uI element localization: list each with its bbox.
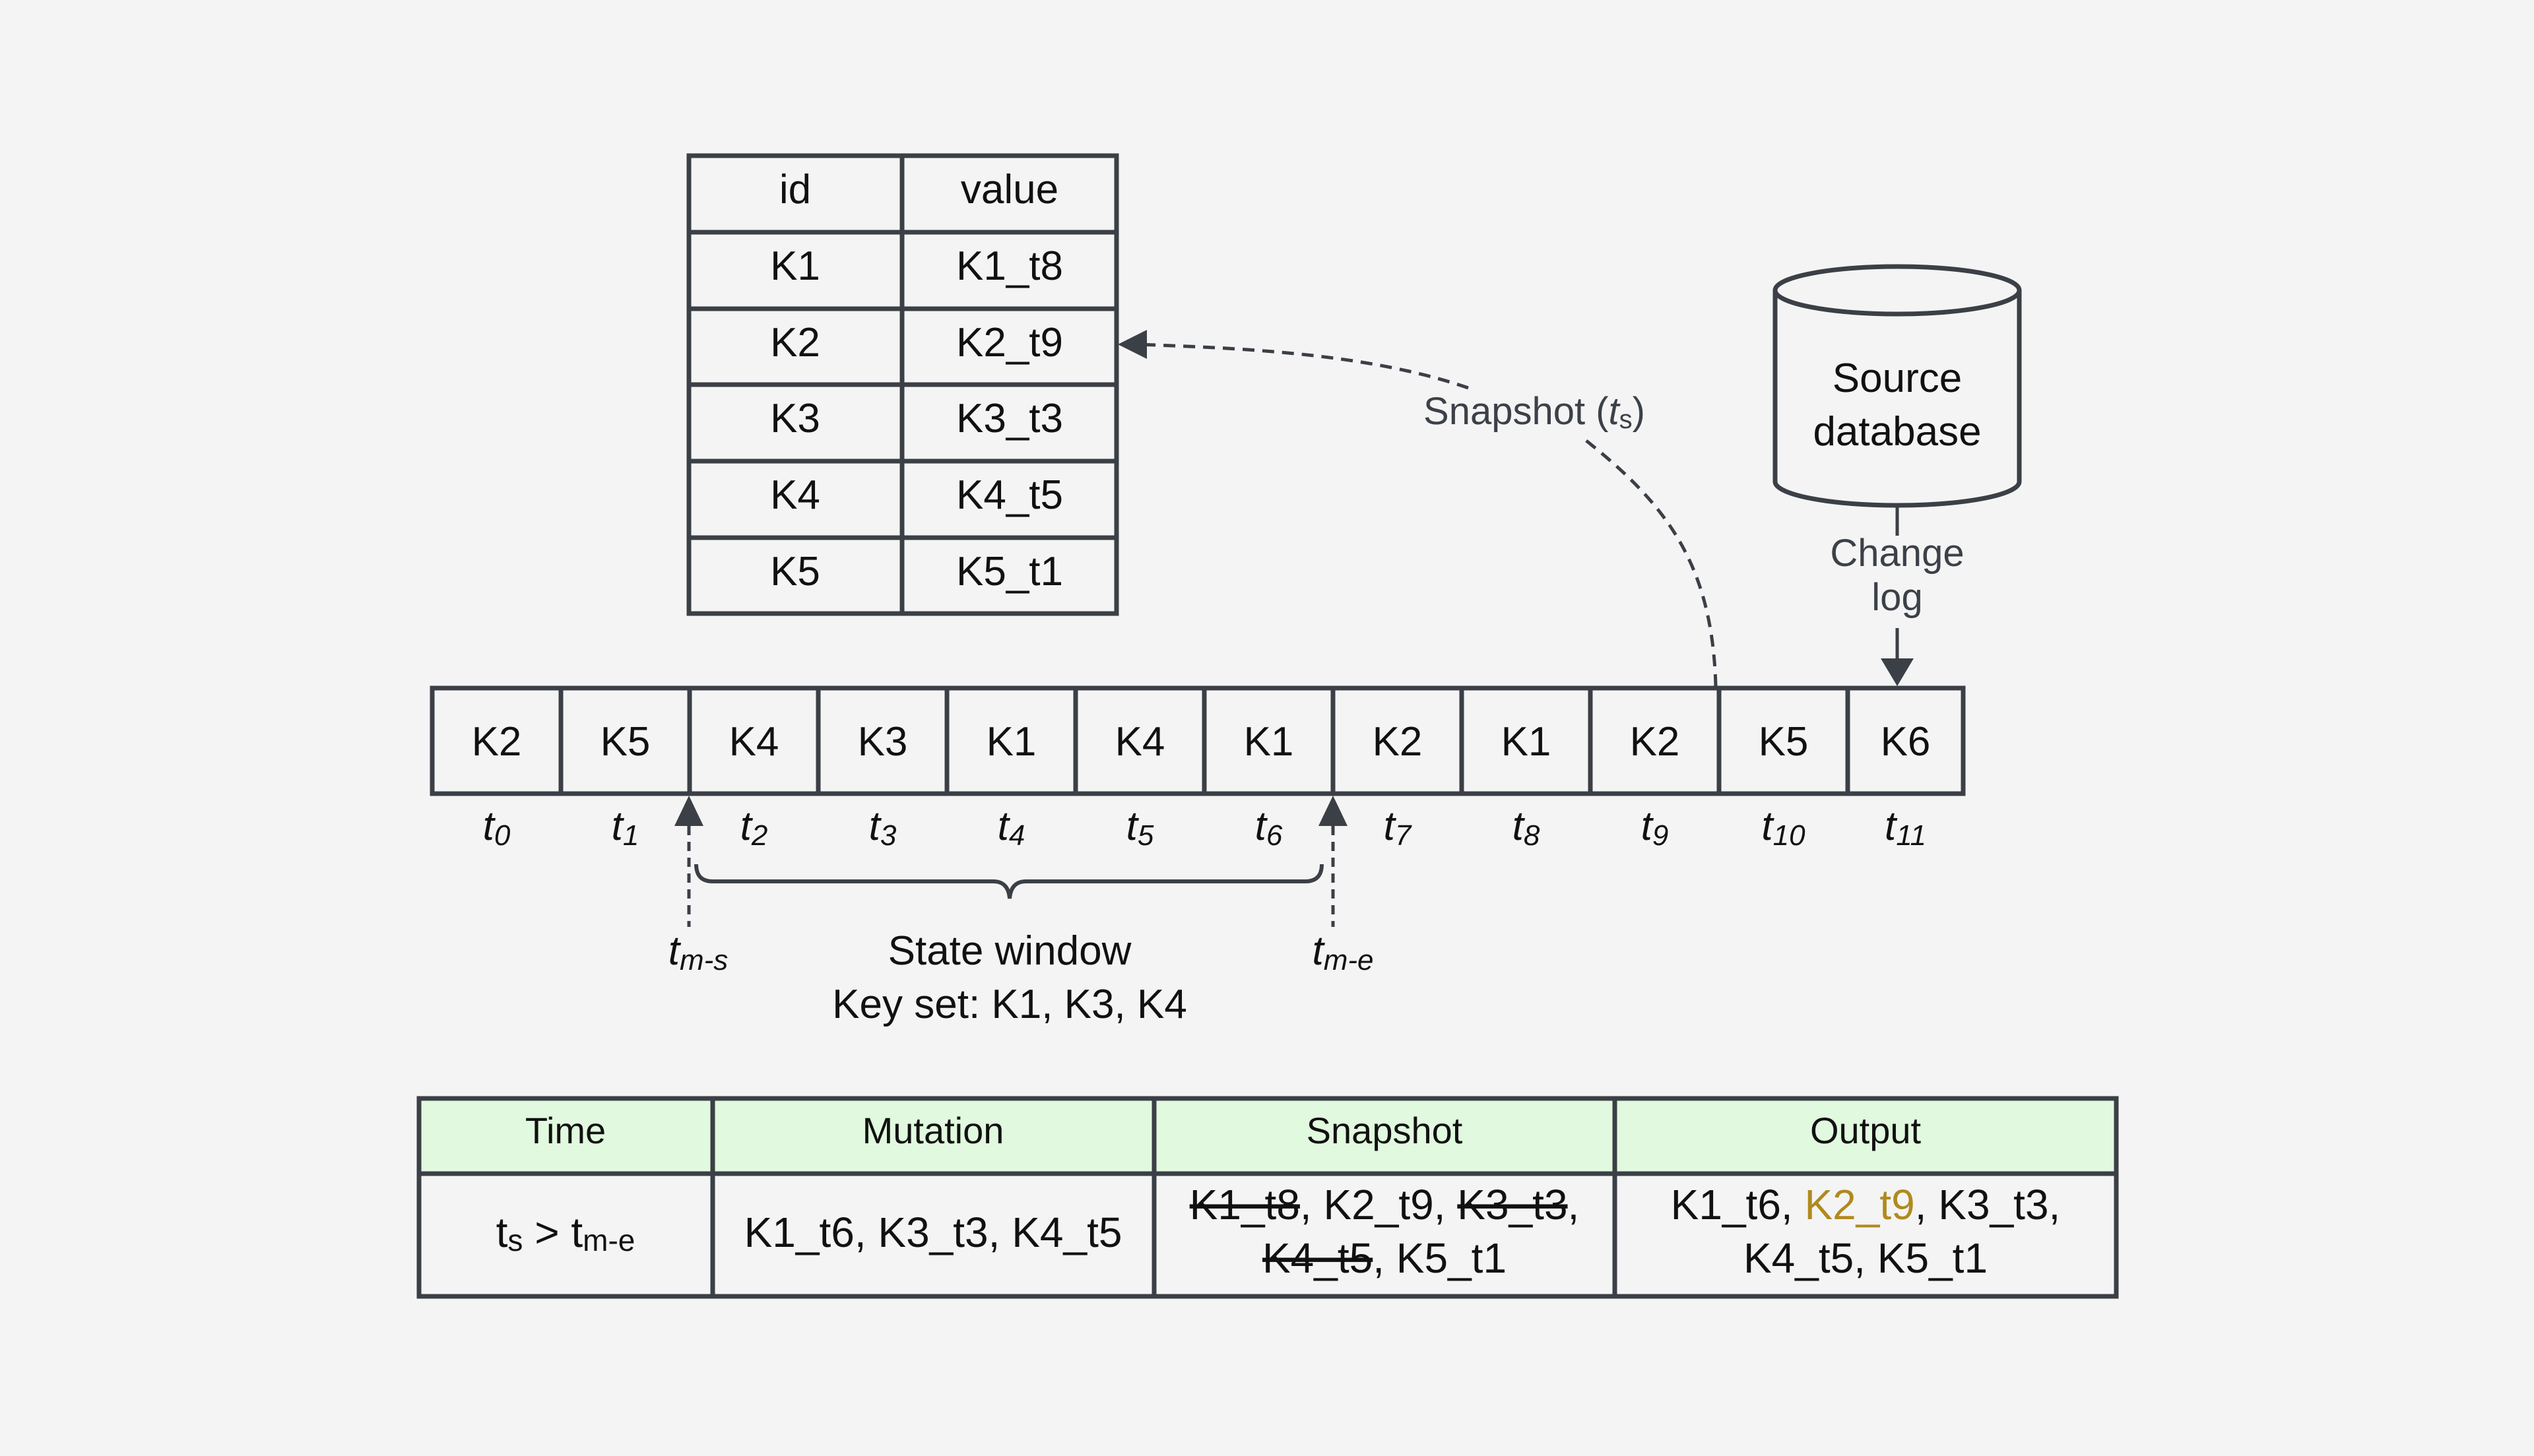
- log-cell-key: K2: [1630, 719, 1680, 765]
- timestamp-label: t8: [1512, 804, 1540, 852]
- timestamp-label: t3: [869, 804, 897, 852]
- timestamp-label: t7: [1384, 804, 1412, 852]
- state-window-brace: [694, 864, 1324, 899]
- state-table-cell: K2_t9: [956, 320, 1063, 365]
- log-cell-key: K1: [1244, 719, 1294, 765]
- state-table-cell: K5_t1: [956, 549, 1063, 594]
- result-table-header-bg: [419, 1098, 2116, 1174]
- log-cell-key: K4: [1115, 719, 1165, 765]
- log-cell-key: K2: [1373, 719, 1423, 765]
- window-start-arrowhead-icon: [674, 796, 703, 826]
- log-cell-key: K4: [729, 719, 779, 765]
- window-start-label: tm-s: [668, 928, 729, 976]
- state-table-cell: K5: [770, 549, 820, 594]
- state-table: id value K1 K1_t8 K2 K2_t9 K3 K3_t3 K4 K…: [686, 153, 1119, 616]
- timestamp-label: t4: [998, 804, 1025, 852]
- log-cell-key: K3: [858, 719, 908, 765]
- log-cell-key: K5: [601, 719, 651, 765]
- state-table-cell: K1: [770, 243, 820, 289]
- change-log-label: log: [1871, 576, 1922, 619]
- result-table: Time Mutation Snapshot Output ts > tm-e …: [416, 1096, 2119, 1299]
- timestamp-label: t0: [483, 804, 511, 852]
- result-header-time: Time: [525, 1110, 606, 1151]
- change-log-arrowhead-icon: [1881, 658, 1914, 686]
- log-cell-key: K6: [1881, 719, 1931, 765]
- state-table-cell: K3: [770, 396, 820, 441]
- timestamp-label: t6: [1255, 804, 1283, 852]
- timestamp-label: t10: [1761, 804, 1805, 852]
- state-table-header-id: id: [779, 167, 811, 212]
- window-end-arrowhead-icon: [1318, 796, 1348, 826]
- change-log-strip: K2 K5 K4 K3 K1 K4 K1 K2 K1 K2 K5 K6: [430, 685, 1966, 796]
- result-table-border: [416, 1096, 2119, 1299]
- result-snapshot-line2: K4_t5, K5_t1: [1262, 1234, 1507, 1282]
- state-table-cell: K4_t5: [956, 472, 1063, 518]
- log-cell-key: K5: [1759, 719, 1809, 765]
- database-cylinder-icon: [1772, 264, 2022, 508]
- snapshot-arrow: [1136, 342, 1718, 687]
- change-log-strip-border: [430, 685, 1966, 796]
- result-header-output: Output: [1810, 1110, 1922, 1151]
- timestamp-label: t5: [1126, 804, 1154, 852]
- state-window-keyset: Key set: K1, K3, K4: [832, 982, 1187, 1027]
- window-end-label: tm-e: [1312, 928, 1373, 976]
- state-table-cell: K4: [770, 472, 820, 518]
- state-table-cell: K1_t8: [956, 243, 1063, 289]
- log-cell-key: K1: [1501, 719, 1551, 765]
- state-table-cell: K2: [770, 320, 820, 365]
- result-header-snapshot: Snapshot: [1307, 1110, 1463, 1151]
- timestamp-label: t11: [1885, 804, 1926, 852]
- result-output-line2: K4_t5, K5_t1: [1743, 1234, 1988, 1282]
- log-cell-key: K1: [987, 719, 1037, 765]
- snapshot-arrowhead-icon: [1118, 330, 1147, 359]
- result-mutation-cell: K1_t6, K3_t3, K4_t5: [744, 1209, 1122, 1256]
- timestamp-labels: t0 t1 t2 t3 t4 t5 t6 t7 t8 t9 t10 t11: [483, 804, 1926, 852]
- timestamp-label: t9: [1641, 804, 1669, 852]
- timestamp-label: t1: [612, 804, 639, 852]
- result-snapshot-line1: K1_t8, K2_t9, K3_t3,: [1190, 1181, 1580, 1228]
- highlighted-output: K2_t9: [1804, 1181, 1914, 1228]
- state-window-title: State window: [888, 928, 1132, 974]
- log-cell-key: K2: [472, 719, 522, 765]
- snapshot-label: Snapshot (ts): [1423, 390, 1645, 434]
- source-database-label: Source: [1833, 356, 1962, 401]
- result-time-cell: ts > tm-e: [496, 1209, 635, 1257]
- state-table-header-value: value: [961, 167, 1058, 212]
- source-database-label: database: [1813, 409, 1981, 455]
- change-log-label: Change: [1830, 532, 1964, 575]
- result-output-line1: K1_t6, K2_t9, K3_t3,: [1671, 1181, 2061, 1228]
- state-table-cell: K3_t3: [956, 396, 1063, 441]
- timestamp-label: t2: [740, 804, 768, 852]
- result-header-mutation: Mutation: [862, 1110, 1004, 1151]
